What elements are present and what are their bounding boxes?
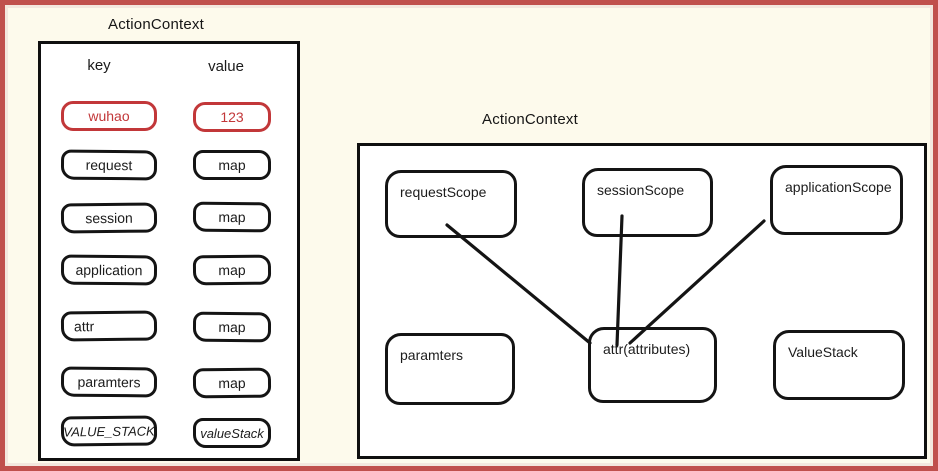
node-valuestack: ValueStack xyxy=(773,330,905,400)
table-row-value-map: map xyxy=(193,150,271,180)
table-row-key-paramters: paramters xyxy=(60,366,158,398)
table-row-key-application: application xyxy=(60,254,158,286)
table-row-value-valuestack: valueStack xyxy=(193,418,271,448)
table-row-key-attr: attr xyxy=(60,310,158,342)
left-panel-box: key value wuhao 123 request map session … xyxy=(38,41,300,461)
table-row-key-value-stack: VALUE_STACK xyxy=(60,415,158,447)
right-panel-box: requestScope sessionScope applicationSco… xyxy=(357,143,927,459)
table-row-value-123: 123 xyxy=(193,102,271,132)
table-row-value-map: map xyxy=(192,201,272,233)
table-row-key-session: session xyxy=(60,202,158,234)
column-header-value: value xyxy=(208,58,244,75)
table-row-key-wuhao: wuhao xyxy=(61,101,157,131)
node-sessionscope: sessionScope xyxy=(582,168,713,237)
table-row-value-map: map xyxy=(192,311,272,343)
right-panel-title: ActionContext xyxy=(482,111,578,128)
table-row-value-map: map xyxy=(192,254,272,286)
node-requestscope: requestScope xyxy=(385,170,517,238)
table-row-key-request: request xyxy=(60,149,158,181)
left-panel-title: ActionContext xyxy=(108,16,204,33)
node-attr-attributes: attr(attributes) xyxy=(588,327,717,403)
node-applicationscope: applicationScope xyxy=(770,165,903,235)
column-header-key: key xyxy=(87,57,111,74)
node-paramters: paramters xyxy=(385,333,515,405)
connector-requestscope-to-attr xyxy=(445,223,592,345)
connector-applicationscope-to-attr xyxy=(628,219,766,345)
table-row-value-map: map xyxy=(192,367,272,399)
